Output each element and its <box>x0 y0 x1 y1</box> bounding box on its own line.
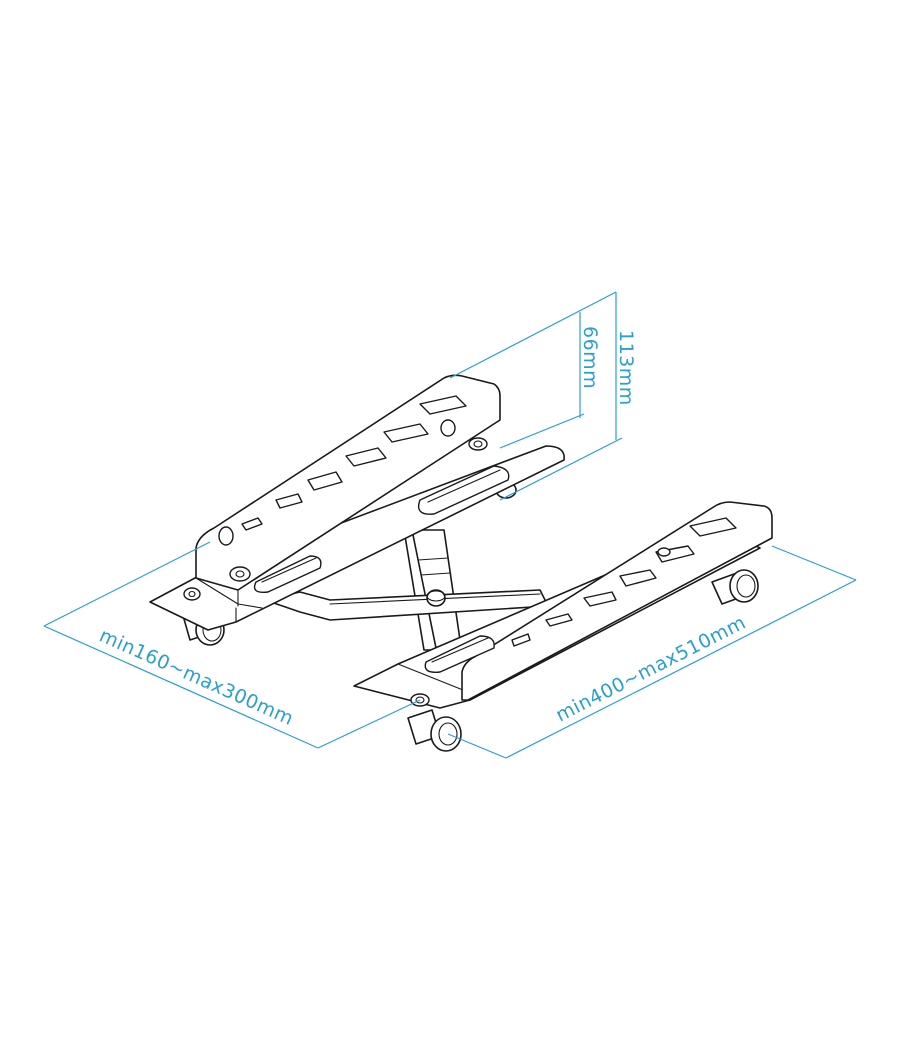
front-rail <box>353 501 773 752</box>
locking-knob-icon <box>426 589 446 607</box>
caster-wheel-front-right <box>711 569 759 605</box>
rear-rail <box>149 374 565 646</box>
dimension-height-side: 66mm <box>499 312 601 449</box>
dimension-height-total: 113mm <box>449 291 637 501</box>
screw-hole-icon <box>468 437 488 451</box>
svg-text:min160~max300mm: min160~max300mm <box>96 624 297 730</box>
svg-text:66mm: 66mm <box>579 326 601 389</box>
svg-text:113mm: 113mm <box>615 330 637 406</box>
screw-hole-icon <box>183 587 201 601</box>
cross-brace-frame <box>264 529 549 651</box>
screw-hole-icon <box>229 566 251 582</box>
caster-wheel-front-left <box>407 709 462 752</box>
screw-hole-icon <box>657 547 671 557</box>
